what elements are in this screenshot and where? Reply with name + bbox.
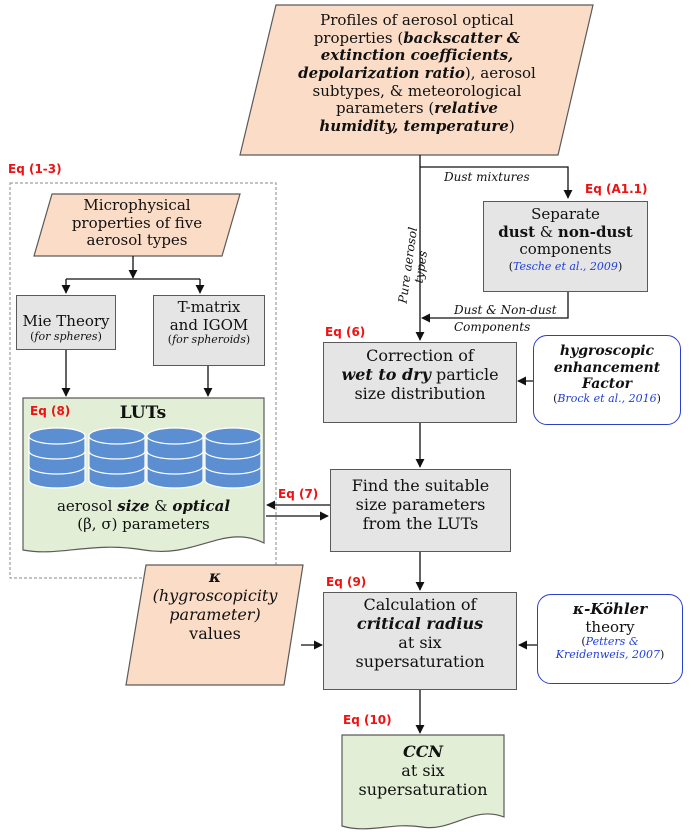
top-input-text: Profiles of aerosol optical properties (… bbox=[298, 11, 536, 136]
luts-text: aerosol size & optical (β, σ) parameters bbox=[56, 497, 231, 533]
find-text: Find the suitable size parameters from t… bbox=[351, 476, 490, 533]
calc-box bbox=[323, 592, 517, 690]
luts-title: LUTs bbox=[119, 403, 167, 423]
mie-text: Mie Theory (for spheres) bbox=[22, 312, 110, 343]
eq-10-label: Eq (10) bbox=[343, 713, 392, 727]
cylinder-4 bbox=[204, 427, 262, 489]
eq-6-label: Eq (6) bbox=[325, 325, 366, 339]
hygro-box bbox=[533, 335, 681, 425]
ccn-shape bbox=[341, 734, 505, 830]
arrow-dust-nondust bbox=[421, 292, 569, 323]
correction-text: Correction of wet to dry particle size d… bbox=[341, 346, 499, 403]
kappa-input-shape bbox=[125, 564, 304, 686]
microphysical-shape bbox=[33, 193, 241, 257]
eq-9-label: Eq (9) bbox=[326, 575, 367, 589]
cylinder-3 bbox=[146, 427, 204, 489]
petters-citation-2: Kreidenweis, 2007 bbox=[555, 648, 660, 662]
components-label: Components bbox=[454, 320, 531, 334]
mie-box bbox=[16, 295, 116, 350]
database-cylinders bbox=[28, 427, 262, 489]
arrow-dust-mixtures bbox=[420, 166, 573, 199]
separate-text: Separate dust & non-dust components (Tes… bbox=[498, 205, 633, 274]
correction-box bbox=[323, 342, 517, 423]
kohler-text: κ-Köhler theory (Petters & Kreidenweis, … bbox=[555, 600, 665, 662]
kappa-input-text: κ (hygroscopicity parameter) values bbox=[152, 567, 278, 643]
separate-box bbox=[483, 201, 648, 292]
tesche-citation: Tesche et al., 2009 bbox=[513, 260, 618, 274]
eq-1-3-label: Eq (1-3) bbox=[8, 162, 62, 176]
calc-text: Calculation of critical radius at six su… bbox=[355, 595, 485, 671]
top-input-shape bbox=[239, 4, 594, 156]
kohler-box bbox=[537, 594, 683, 684]
brock-citation: Brock et al., 2016 bbox=[557, 391, 657, 405]
cylinder-2 bbox=[88, 427, 146, 489]
tmatrix-text: T-matrix and IGOM (for spheroids) bbox=[167, 298, 251, 347]
dust-nondust-label: Dust & Non-dust bbox=[454, 303, 557, 317]
petters-citation: Petters & bbox=[585, 635, 639, 649]
dust-mixtures-label: Dust mixtures bbox=[444, 170, 530, 184]
hygro-text: hygroscopic enhancement Factor (Brock et… bbox=[553, 343, 661, 405]
find-box bbox=[330, 469, 511, 552]
lut-group-border bbox=[9, 182, 277, 579]
ccn-text: CCN at six supersaturation bbox=[358, 742, 488, 799]
eq-a11-label: Eq (A1.1) bbox=[585, 182, 648, 196]
tmatrix-box bbox=[153, 295, 265, 366]
microphysical-text: Microphysical properties of five aerosol… bbox=[71, 196, 203, 250]
eq-8-label: Eq (8) bbox=[30, 404, 71, 418]
cylinder-1 bbox=[28, 427, 86, 489]
eq-7-label: Eq (7) bbox=[278, 487, 319, 501]
